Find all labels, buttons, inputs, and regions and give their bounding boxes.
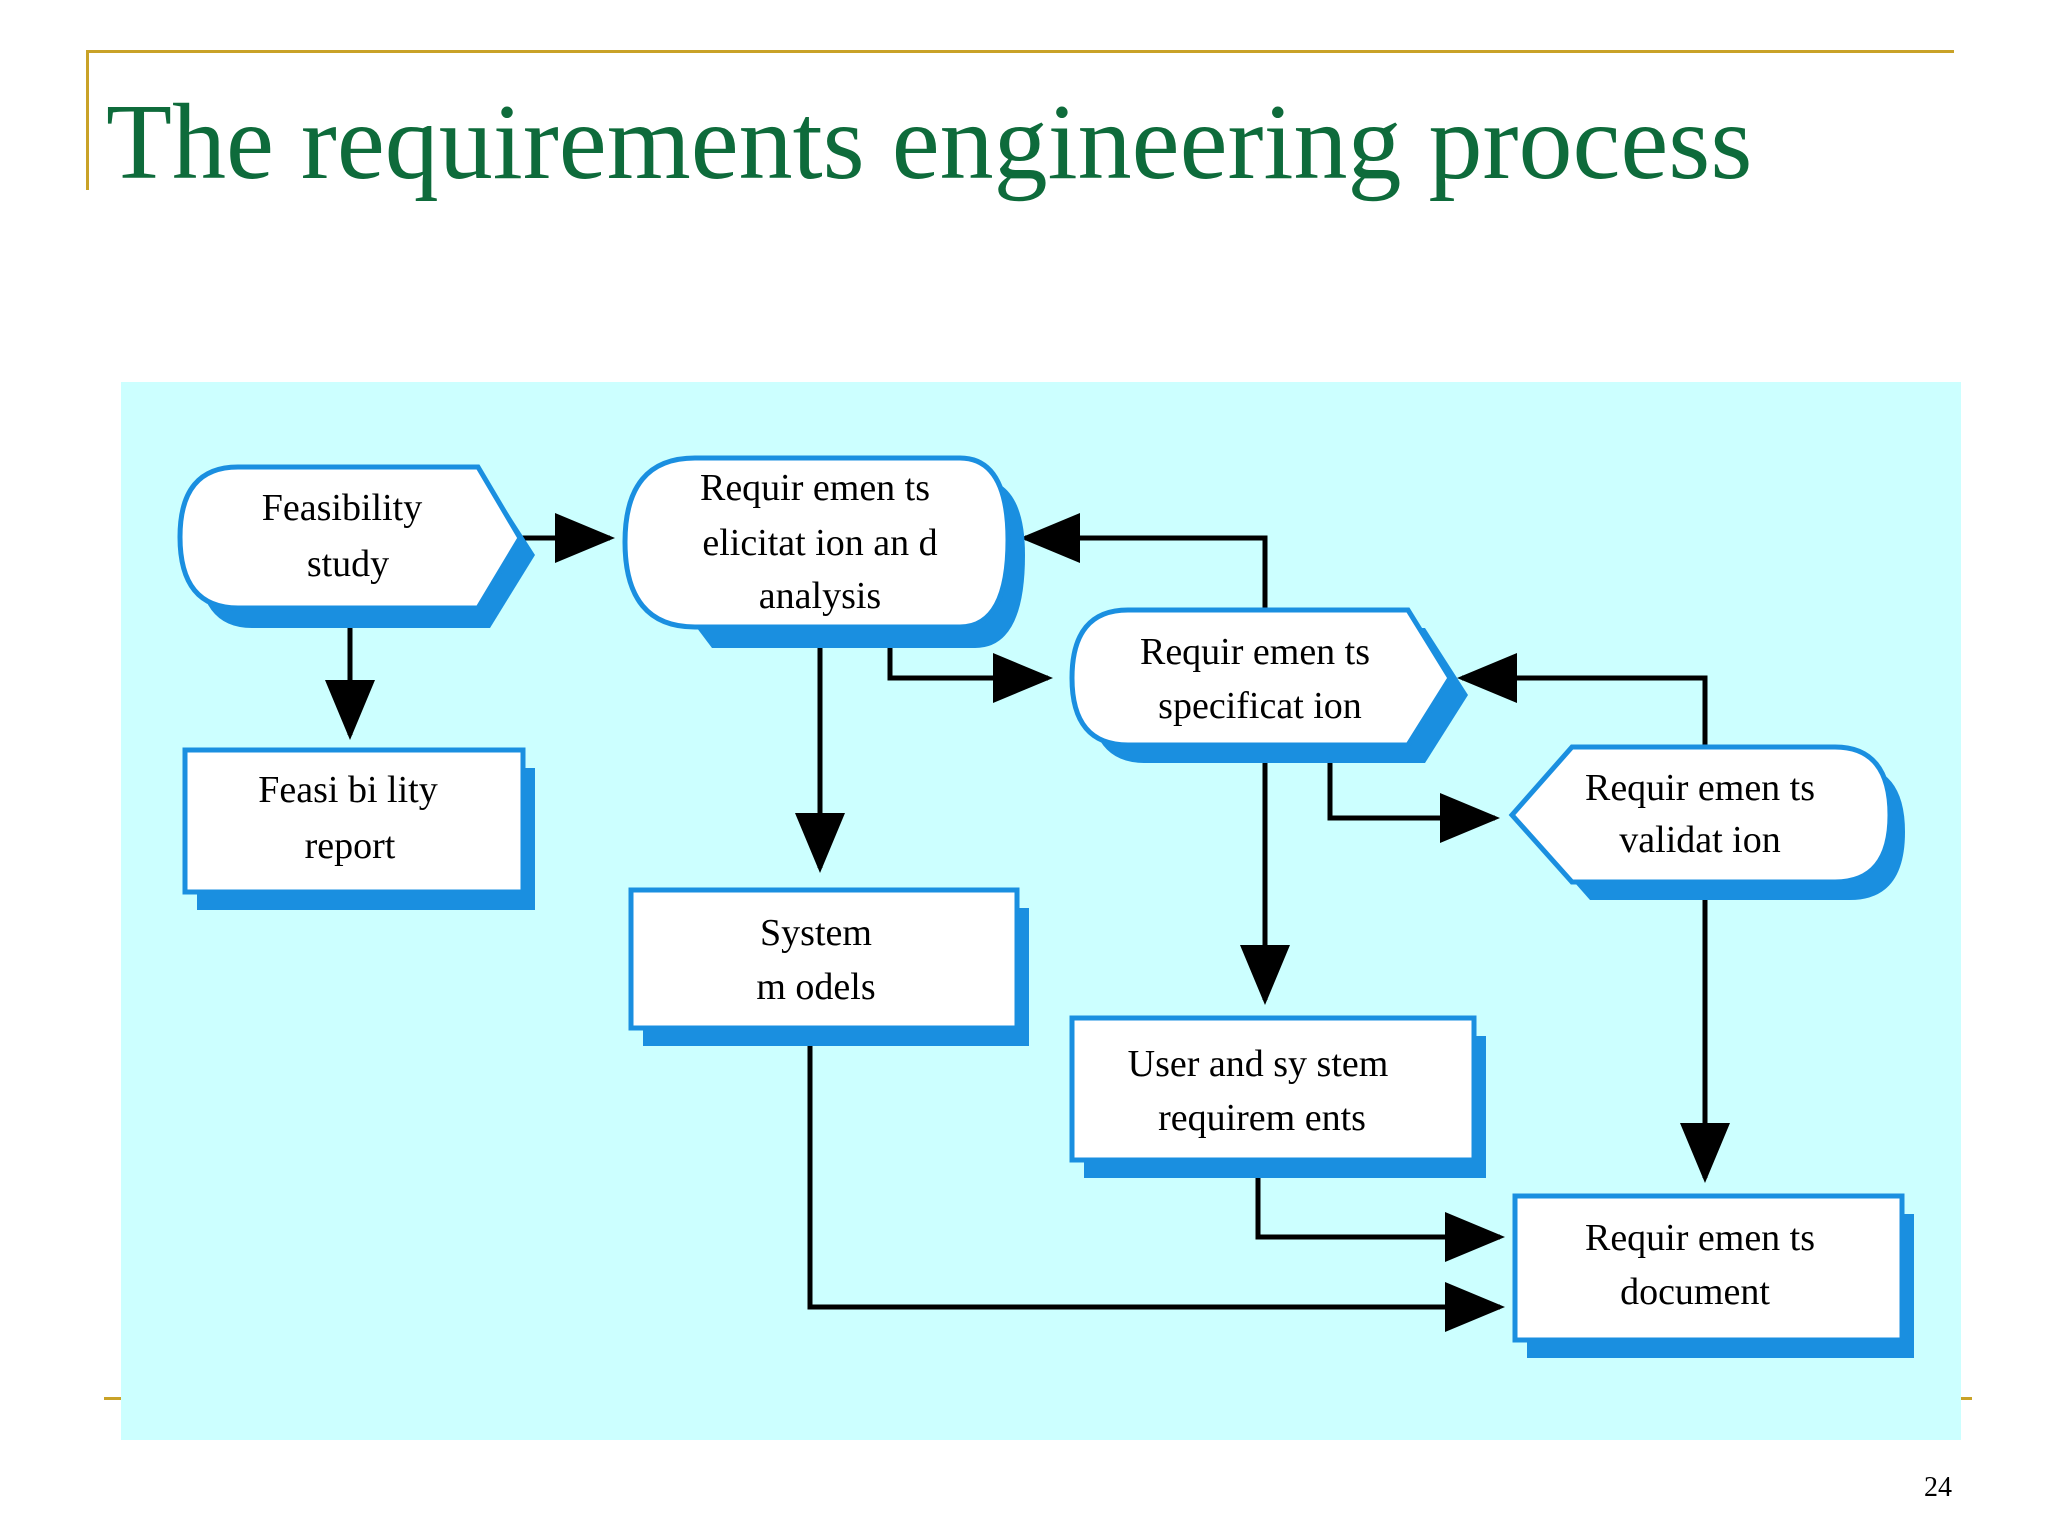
title-top-rule bbox=[86, 50, 1954, 53]
document-user-system-requirements: User and sy stem requirem ents bbox=[1069, 1015, 1486, 1178]
document-system-models: System m odels bbox=[628, 887, 1029, 1046]
document-user-system-requirements-shape bbox=[1069, 1015, 1477, 1163]
process-feasibility-study: Feasibility study bbox=[177, 464, 535, 628]
document-system-models-line-2: m odels bbox=[756, 966, 875, 1008]
connector-system-models-to-requirements-document bbox=[807, 1024, 1505, 1332]
process-feasibility-study-line-2: study bbox=[307, 543, 389, 585]
connectors bbox=[325, 513, 1730, 1332]
document-feasibility-report-line-2: report bbox=[305, 825, 396, 867]
document-feasibility-report-shape bbox=[182, 747, 526, 895]
document-requirements-document: Requir emen ts document bbox=[1512, 1193, 1914, 1358]
connector-validation-to-specification bbox=[1457, 653, 1708, 745]
document-user-system-requirements-line-2: requirem ents bbox=[1158, 1097, 1366, 1139]
process-validation-line-1: Requir emen ts bbox=[1585, 767, 1815, 809]
process-feasibility-study-line-1: Feasibility bbox=[262, 487, 422, 529]
document-feasibility-report: Feasi bi lity report bbox=[182, 747, 535, 910]
document-requirements-document-shape bbox=[1512, 1193, 1905, 1343]
document-requirements-document-line-2: document bbox=[1620, 1271, 1770, 1313]
page-number: 24 bbox=[1924, 1472, 1952, 1503]
process-specification-shape bbox=[1069, 607, 1453, 748]
process-feasibility-study-shape bbox=[177, 464, 523, 611]
process-elicitation-line-3: analysis bbox=[759, 575, 881, 617]
document-system-models-line-1: System bbox=[760, 912, 872, 954]
document-system-models-shape bbox=[628, 887, 1020, 1031]
process-elicitation-shape bbox=[622, 455, 1011, 630]
document-user-system-requirements-line-1: User and sy stem bbox=[1128, 1043, 1389, 1085]
process-elicitation-line-1: Requir emen ts bbox=[700, 467, 930, 509]
process-specification: Requir emen ts specificat ion bbox=[1069, 607, 1468, 763]
process-validation-line-2: validat ion bbox=[1619, 819, 1780, 861]
slide-title: The requirements engineering process bbox=[106, 83, 1753, 202]
process-specification-line-2: specificat ion bbox=[1158, 685, 1362, 727]
document-feasibility-report-line-1: Feasi bi lity bbox=[258, 769, 437, 811]
connector-user-system-requirements-to-requirements-document bbox=[1255, 1161, 1505, 1262]
process-specification-line-1: Requir emen ts bbox=[1140, 631, 1370, 673]
process-validation: Requir emen ts validat ion bbox=[1508, 744, 1905, 900]
connector-specification-to-validation bbox=[1327, 746, 1500, 843]
connector-specification-to-elicitation bbox=[1020, 513, 1268, 608]
process-elicitation-line-2: elicitat ion an d bbox=[702, 522, 937, 564]
process-validation-shape bbox=[1508, 744, 1893, 885]
process-elicitation: Requir emen ts elicitat ion an d analysi… bbox=[622, 455, 1025, 648]
document-requirements-document-line-1: Requir emen ts bbox=[1585, 1217, 1815, 1259]
title-left-rule bbox=[86, 50, 89, 190]
